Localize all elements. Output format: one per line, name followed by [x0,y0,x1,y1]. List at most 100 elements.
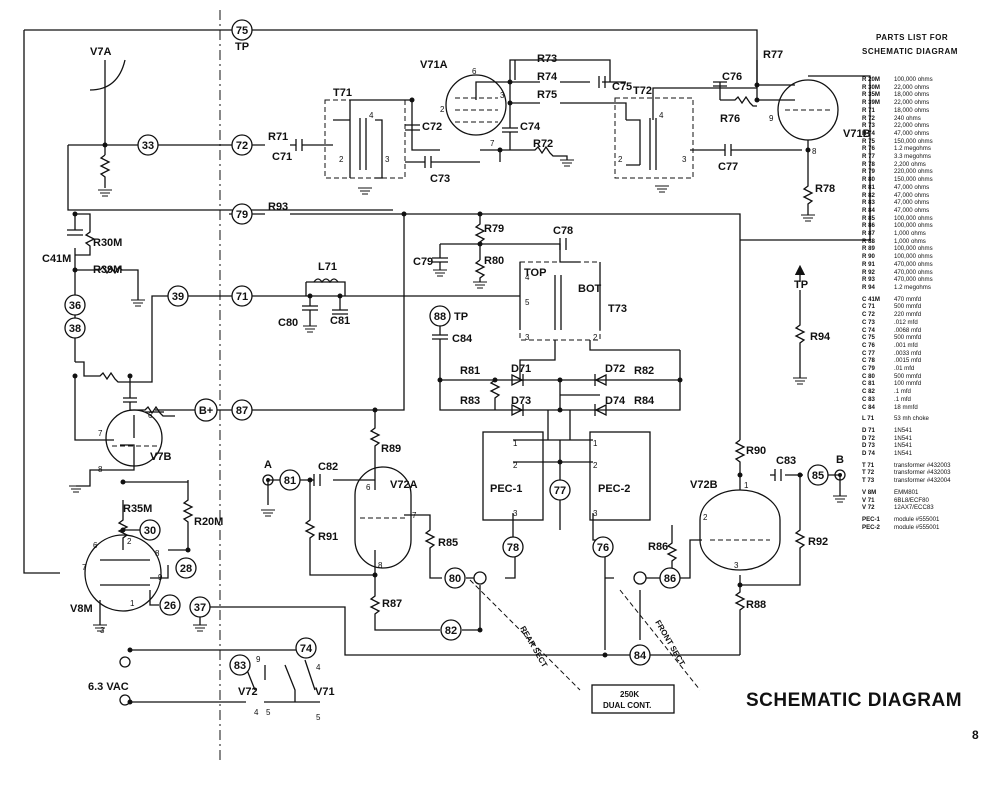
part-value: 220,000 ohms [894,168,933,176]
part-ref: C 75 [862,334,875,342]
input-a-label: A [264,459,272,471]
svg-text:5: 5 [525,298,530,307]
part-value: .012 mfd [894,318,918,326]
part-value: EMM801 [894,488,919,496]
d73-label: D73 [511,395,531,407]
part-value: transformer #432003 [894,469,951,477]
r83-label: R83 [460,395,480,407]
svg-text:6: 6 [472,67,477,76]
svg-text:33: 33 [142,140,154,152]
part-ref: R 89 [862,245,875,253]
t73-transformer-box [519,261,601,341]
bot-label: BOT [578,283,602,295]
part-ref: R 87 [862,230,875,238]
components [72,76,846,714]
svg-text:88: 88 [434,311,446,323]
svg-text:2: 2 [593,333,598,342]
part-ref: C 82 [862,388,875,396]
part-ref: L 71 [862,415,875,423]
svg-text:5: 5 [316,713,321,722]
r79-label: R79 [484,223,504,235]
c83-label: C83 [776,455,796,467]
svg-text:6: 6 [93,541,98,550]
diagram-title: SCHEMATIC DIAGRAM [746,690,963,711]
part-ref: C 80 [862,372,875,380]
svg-text:B+: B+ [199,405,213,417]
svg-text:86: 86 [664,573,676,585]
svg-text:71: 71 [236,291,248,303]
r71-label: R71 [268,131,288,143]
part-ref: R 75 [862,137,875,145]
svg-text:2: 2 [618,155,623,164]
part-ref: D 71 [862,426,875,434]
node-71: 71 [231,285,253,307]
part-value: 12AX7/ECC83 [894,504,934,512]
part-ref: R 81 [862,183,875,191]
part-value: 1N541 [894,450,912,458]
t72-label: T72 [633,85,652,97]
v72a-tube-icon [354,466,412,569]
svg-text:7: 7 [490,139,495,148]
part-ref: R 35M [862,91,880,99]
svg-text:30: 30 [144,525,156,537]
part-value: 1N541 [894,434,912,442]
d71-diode [511,373,524,387]
parts-list-row: C 77.0033 mfd [862,350,990,358]
part-value: 22,000 ohms [894,83,930,91]
c71-label: C71 [272,151,292,163]
svg-text:1: 1 [513,439,518,448]
c73-label: C73 [430,173,450,185]
r35m-label: R35M [123,503,152,515]
r90-label: R90 [746,445,766,457]
node-80: 80 [444,567,466,589]
part-ref: R 78 [862,160,875,168]
part-ref: PEC-1 [862,515,880,523]
part-ref: R 94 [862,283,875,291]
node-28: 28 [175,557,197,579]
part-ref: R 76 [862,145,875,153]
svg-text:4: 4 [316,663,321,672]
dual-control-pot [591,684,675,714]
parts-list-row: C 76.001 mfd [862,342,990,350]
node-36: 36 [64,294,86,316]
part-value: 470,000 ohms [894,276,933,284]
part-ref: R 77 [862,153,875,161]
part-value: 470 mmfd [894,295,922,303]
svg-text:8: 8 [155,549,160,558]
c77-label: C77 [718,161,738,173]
test-point-nodes: 75 33 72 79 36 38 39 71 88 B+ 87 30 28 2… [64,19,829,676]
d72-diode [594,373,607,387]
part-value: 1,000 ohms [894,237,926,245]
part-ref: R 91 [862,260,875,268]
part-ref: D 72 [862,434,875,442]
v8m-tube-icon [84,534,162,612]
part-value: 100,000 ohms [894,76,933,83]
part-value: 1N541 [894,442,912,450]
t73-label: T73 [608,303,627,315]
part-ref: T 72 [862,469,875,477]
part-ref: D 74 [862,450,875,458]
part-value: 47,000 ohms [894,191,930,199]
part-value: 100,000 ohms [894,222,933,230]
svg-text:4: 4 [525,273,530,282]
part-value: 150,000 ohms [894,176,933,184]
v7a-tube-icon [89,59,126,91]
part-ref: C 81 [862,380,875,388]
